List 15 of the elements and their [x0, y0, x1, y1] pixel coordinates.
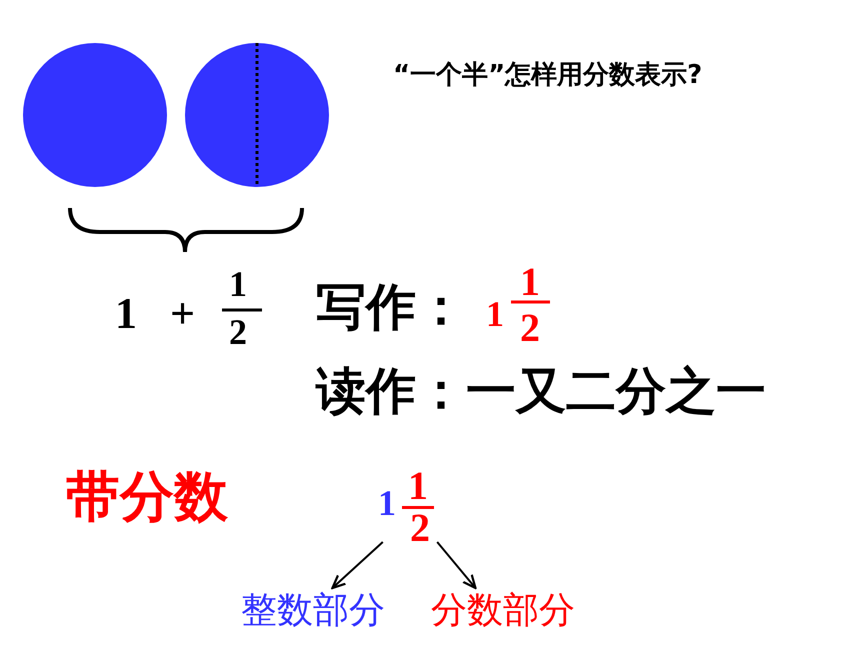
plus-sign: + — [170, 292, 196, 336]
whole-number: 1 — [486, 296, 504, 332]
numerator: 1 — [520, 262, 540, 302]
title: “一个半”怎样用分数表示? — [393, 62, 702, 88]
number: 1 — [115, 292, 137, 336]
integer-part-label: 整数部分 — [232, 588, 394, 632]
arrow — [331, 541, 384, 590]
fraction-part-label: 分数部分 — [422, 588, 584, 632]
read-as-text: 读作：一又二分之一 — [316, 366, 766, 416]
write-as-label: 写作： — [316, 282, 466, 332]
term-label: 带分数 — [66, 470, 228, 524]
denominator: 2 — [229, 314, 247, 350]
arrow — [436, 541, 477, 590]
numerator: 1 — [229, 266, 247, 302]
denominator: 2 — [520, 308, 540, 348]
